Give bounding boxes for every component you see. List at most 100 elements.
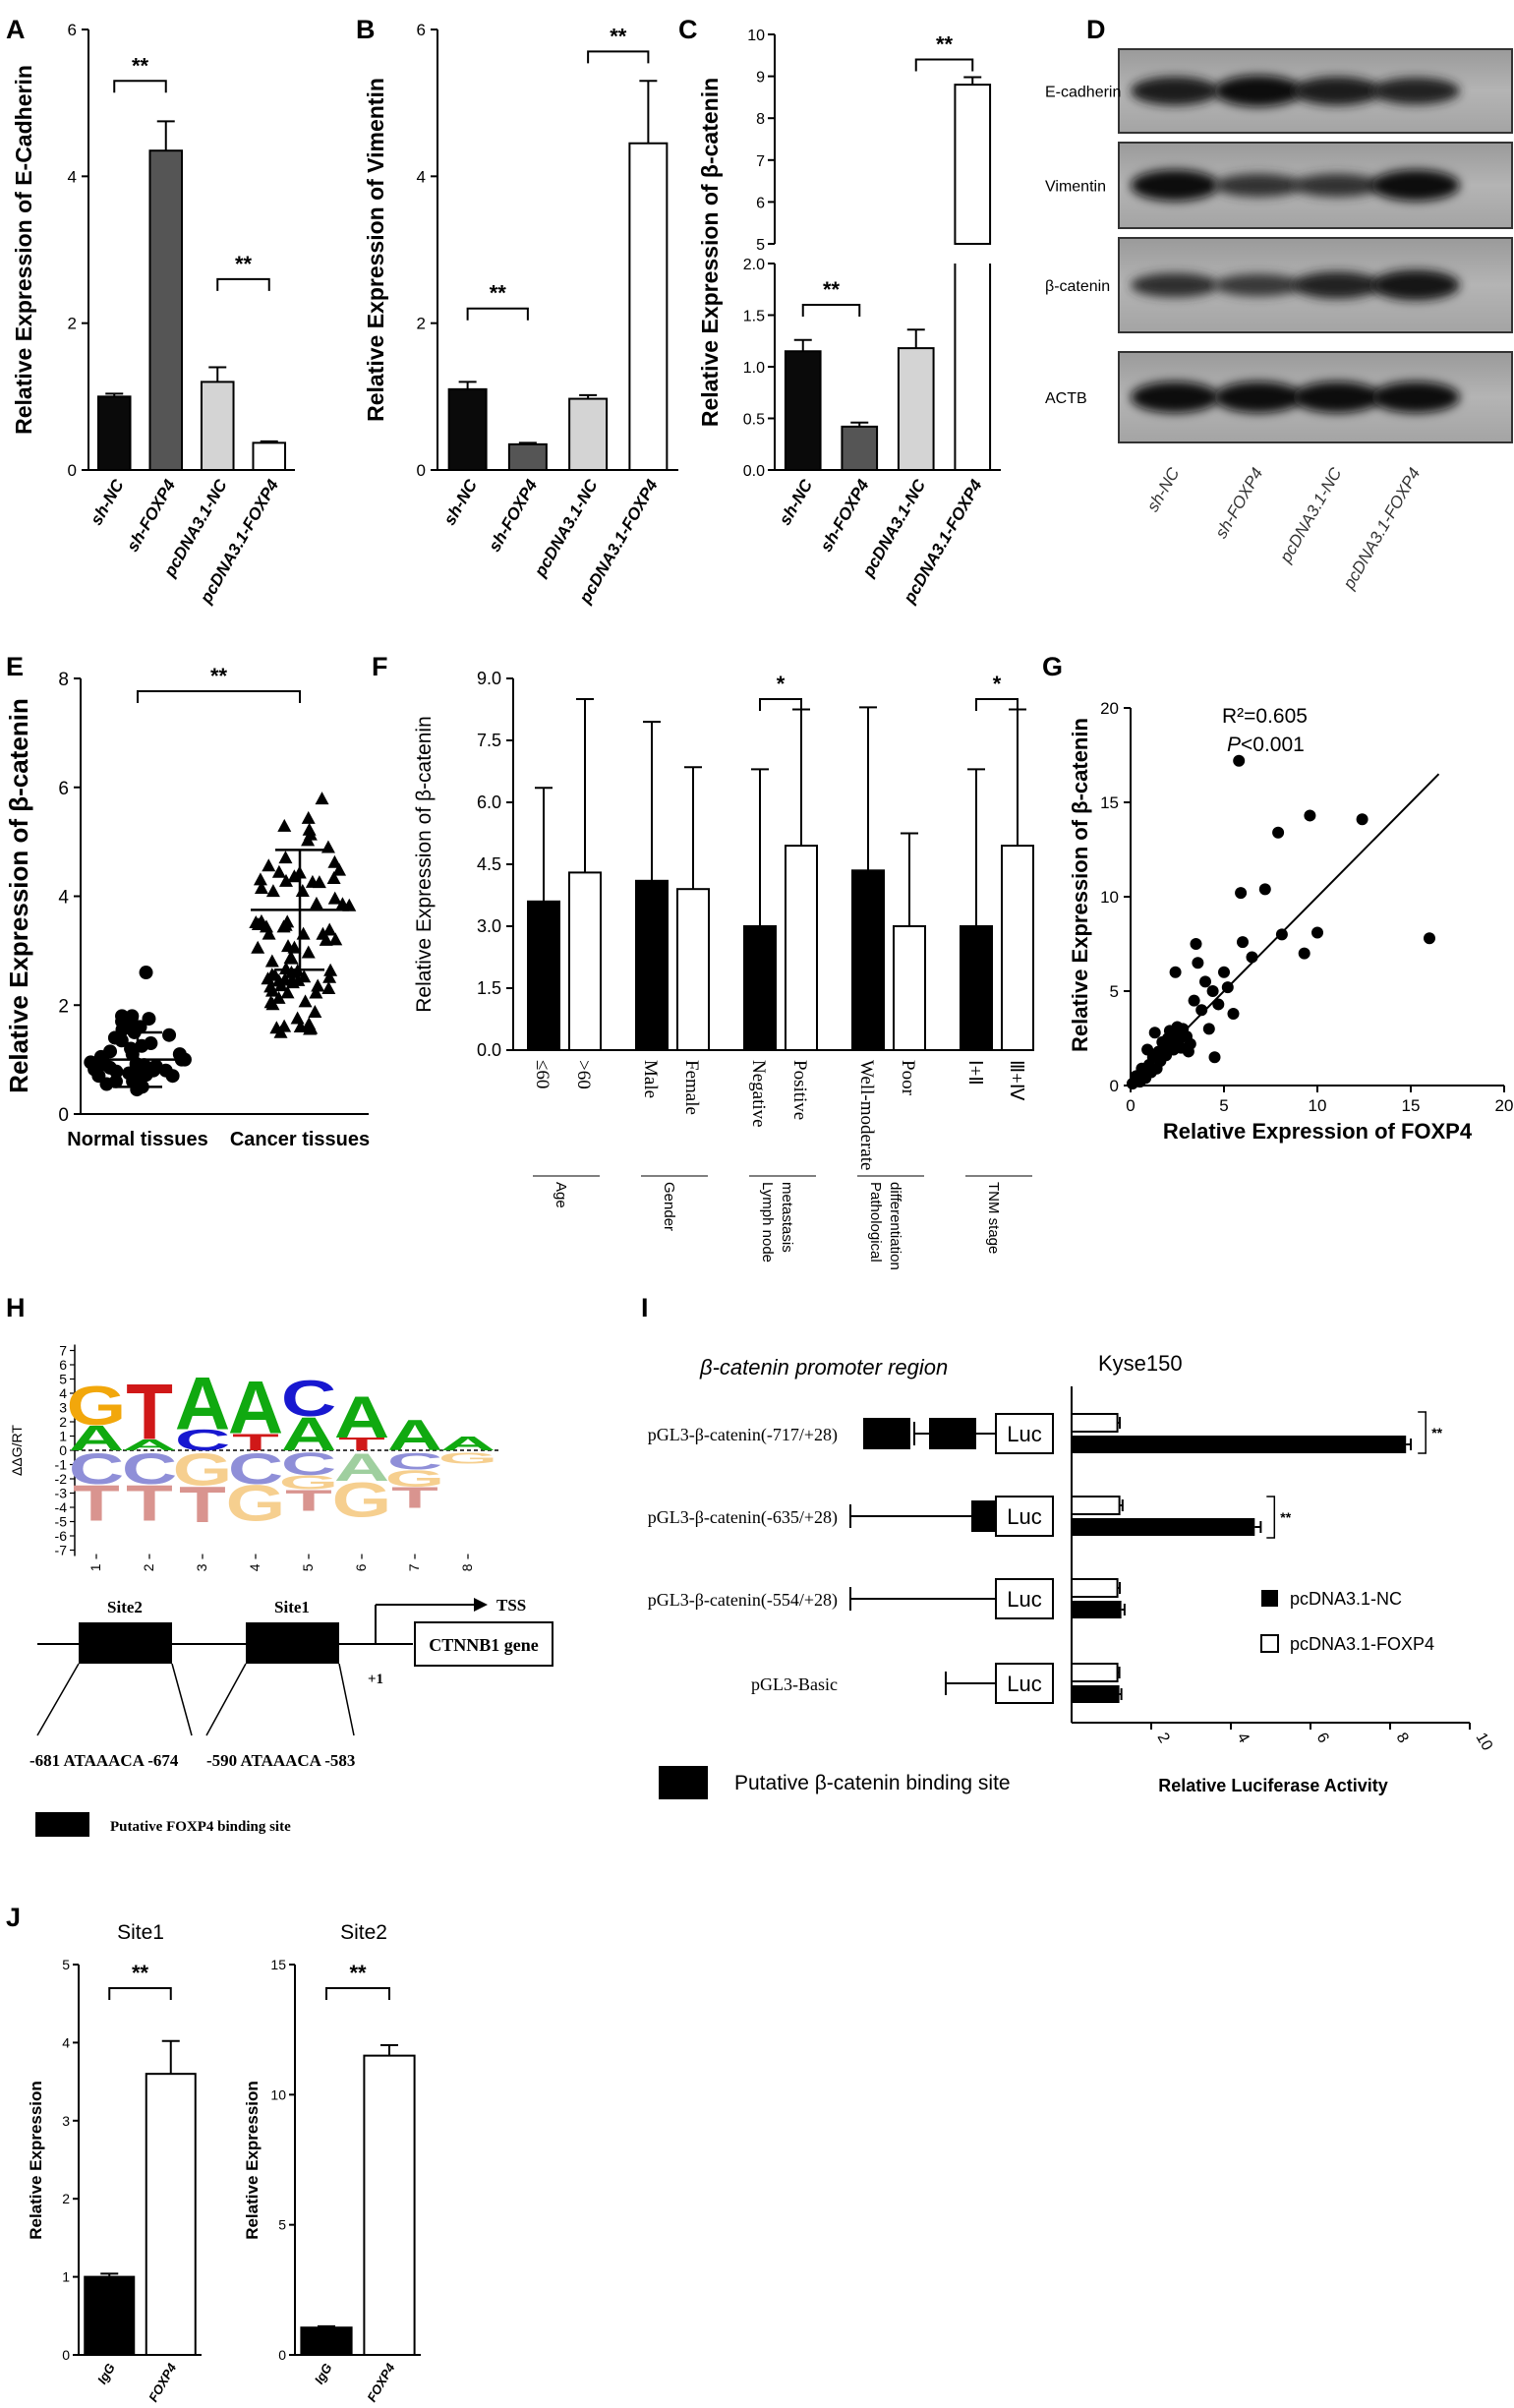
sig-bracket-1-label: **: [490, 281, 507, 306]
data-point: [1235, 887, 1248, 900]
y-tick-label: 0: [68, 461, 77, 480]
sig-label: **: [1431, 1425, 1442, 1440]
bar-5: [743, 925, 777, 1051]
point-normal: [139, 966, 153, 980]
panel-letter-j: J: [6, 1903, 21, 1932]
motif-x-tick-label: 1: [87, 1563, 103, 1571]
motif-letter-top: T: [338, 1435, 385, 1454]
motif-letter-bottom: T: [391, 1481, 438, 1514]
blot-band: [1371, 269, 1460, 301]
panel-letter-d: D: [1086, 15, 1106, 44]
bar-nc-4: [1072, 1685, 1120, 1703]
panel-letter-i: I: [641, 1293, 649, 1322]
y-tick-label: 7.5: [477, 731, 501, 750]
point-cancer: [322, 969, 337, 983]
cancer-tissue-points: [249, 792, 357, 1038]
blot-band: [1214, 75, 1303, 107]
point-cancer: [264, 954, 279, 968]
motif-letter-top: A: [334, 1383, 389, 1450]
motif-x-tick-label: 8: [459, 1563, 475, 1571]
motif-letter-bottom: T: [179, 1477, 226, 1534]
site1-sequence: -590 ATAAACA -583: [206, 1751, 355, 1770]
data-point: [1148, 1027, 1161, 1039]
y-tick-label: 3.0: [477, 916, 501, 936]
motif-letter-top: A: [175, 1362, 230, 1445]
motif-x-tick-label: 6: [353, 1563, 369, 1571]
bar-6: [785, 845, 818, 1051]
data-point: [1233, 754, 1246, 767]
x-tick-label: 8: [1393, 1731, 1412, 1746]
y-tick-label: 5: [1110, 982, 1119, 1001]
y-tick-label: 0.0: [743, 463, 765, 480]
motif-letter-bottom: G: [226, 1475, 286, 1532]
y-axis-label: Relative Expression of β-catenin: [1068, 718, 1092, 1052]
data-point: [1206, 985, 1219, 997]
y-tick-label: 15: [1100, 793, 1119, 812]
y-axis-label: Relative Expression of E-Cadherin: [11, 65, 36, 435]
luc-box: [995, 1413, 1054, 1454]
x-tick-label: 15: [1402, 1096, 1421, 1115]
bar-sh-foxp4: [841, 425, 879, 471]
x-tick-label: Negative: [748, 1060, 769, 1128]
y-tick-label: 2: [417, 315, 426, 333]
motif-letter-bottom: C: [69, 1445, 124, 1494]
data-point: [1195, 1004, 1208, 1017]
bar-pcdna3.1-foxp4: [628, 142, 669, 471]
group-label: metastasis: [779, 1182, 795, 1253]
bar-10: [1001, 845, 1034, 1051]
x-tick-label: sh-FOXP4: [485, 476, 541, 555]
data-point: [1184, 1037, 1196, 1050]
group-label: TNM stage: [985, 1182, 1002, 1254]
point-cancer: [263, 979, 278, 993]
blot-band: [1371, 382, 1460, 413]
x-tick-label: 10: [1309, 1096, 1327, 1115]
x-label-normal: Normal tissues: [67, 1129, 207, 1150]
blot-band: [1131, 272, 1219, 298]
luc-box: [995, 1663, 1054, 1704]
p-value-label: P<0.001: [1227, 734, 1305, 756]
data-point: [1202, 1023, 1215, 1035]
y-axis-label: Relative Expression of β-catenin: [413, 716, 436, 1013]
plus-one-label: +1: [368, 1672, 383, 1687]
x-axis-label: Relative Luciferase Activity: [1158, 1776, 1387, 1795]
site1-pointer: [338, 1663, 355, 1736]
y-tick-label: 2: [58, 996, 69, 1017]
bar-foxp4-1: [1071, 1413, 1119, 1433]
luc-box: [995, 1496, 1054, 1537]
x-tick-label: Male: [640, 1060, 661, 1098]
group-label: Pathological: [867, 1182, 884, 1263]
point-cancer: [309, 896, 323, 910]
band-label: Vimentin: [1045, 179, 1106, 196]
blot-band: [1131, 76, 1219, 106]
gene-label: CTNNB1 gene: [429, 1635, 539, 1655]
blot-band: [1293, 76, 1381, 106]
group-label: differentiation: [887, 1182, 903, 1270]
site1-pointer: [205, 1663, 247, 1736]
motif-x-tick-label: 2: [141, 1563, 156, 1571]
legend-nc-label: pcDNA3.1-NC: [1290, 1589, 1402, 1609]
p-value: <0.001: [1241, 734, 1305, 756]
bar-3: [635, 879, 669, 1051]
legend-foxp4-label: pcDNA3.1-FOXP4: [1290, 1634, 1434, 1654]
motif-y-tick-label: 1: [59, 1429, 67, 1444]
sig-bracket-2: **: [914, 32, 974, 72]
band-label: β-catenin: [1045, 278, 1110, 295]
sig-bracket-1-label: **: [823, 277, 841, 302]
motif-letter-top: A: [69, 1418, 124, 1458]
motif-letter-bottom: A: [334, 1445, 389, 1490]
motif-letter-top: T: [126, 1367, 173, 1455]
point-cancer: [281, 939, 296, 953]
motif-y-tick-label: -5: [55, 1514, 68, 1530]
motif-letter-top: G: [67, 1375, 127, 1437]
point-cancer: [290, 1011, 305, 1025]
sig-bracket-2-label: **: [235, 252, 253, 276]
sig-bracket-label: **: [132, 1961, 149, 1985]
motif-y-tick-label: -1: [55, 1457, 68, 1473]
y-tick-label: 8: [58, 670, 69, 690]
sig-bracket-2-line: [975, 698, 1019, 711]
sig-bracket-1: **: [466, 281, 529, 321]
x-tick-label: 6: [1313, 1731, 1332, 1746]
motif-y-tick-label: 2: [59, 1414, 67, 1430]
